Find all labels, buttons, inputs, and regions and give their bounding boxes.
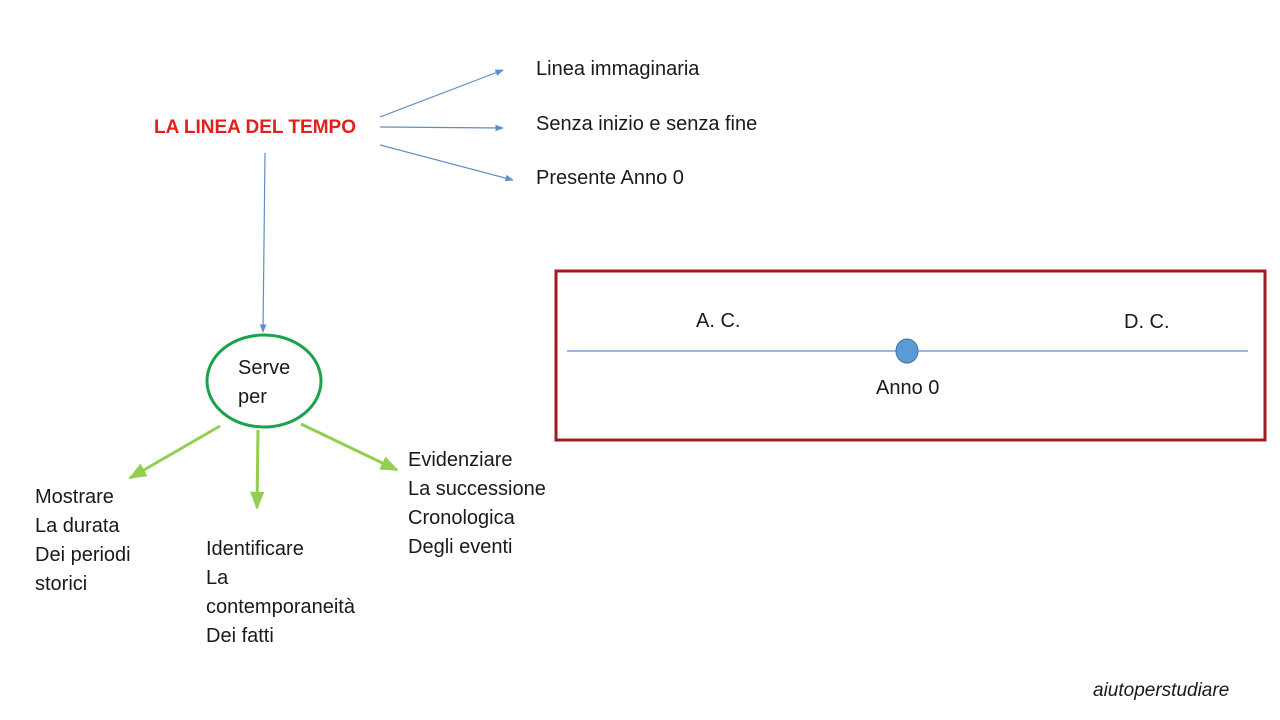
page-title: LA LINEA DEL TEMPO — [154, 117, 356, 138]
use-3: Evidenziare La successione Cronologica D… — [408, 449, 546, 558]
center-node-ellipse — [205, 333, 323, 429]
credit-label: aiutoperstudiare — [1093, 680, 1230, 701]
arrow-to-use-3 — [300, 422, 399, 472]
origin-dot — [895, 338, 919, 364]
property-2: Senza inizio e senza fine — [536, 113, 758, 135]
timeline-box — [554, 269, 1267, 442]
arrow-to-center-node — [259, 152, 267, 333]
arrow-to-property-1 — [379, 69, 504, 118]
use-2: Identificare La contemporaneità Dei fatt… — [206, 538, 355, 647]
timeline-before-label: A. C. — [696, 310, 741, 332]
arrow-to-use-2 — [250, 429, 265, 510]
timeline-origin-label: Anno 0 — [876, 377, 940, 399]
arrow-to-property-2 — [379, 124, 504, 132]
property-3: Presente Anno 0 — [536, 167, 684, 189]
arrow-to-property-3 — [379, 144, 514, 182]
timeline-after-label: D. C. — [1124, 311, 1170, 333]
center-node-label: Serve per — [238, 357, 291, 408]
arrow-to-use-1 — [128, 424, 221, 480]
property-1: Linea immaginaria — [536, 58, 700, 80]
use-1: Mostrare La durata Dei periodi storici — [35, 486, 131, 595]
